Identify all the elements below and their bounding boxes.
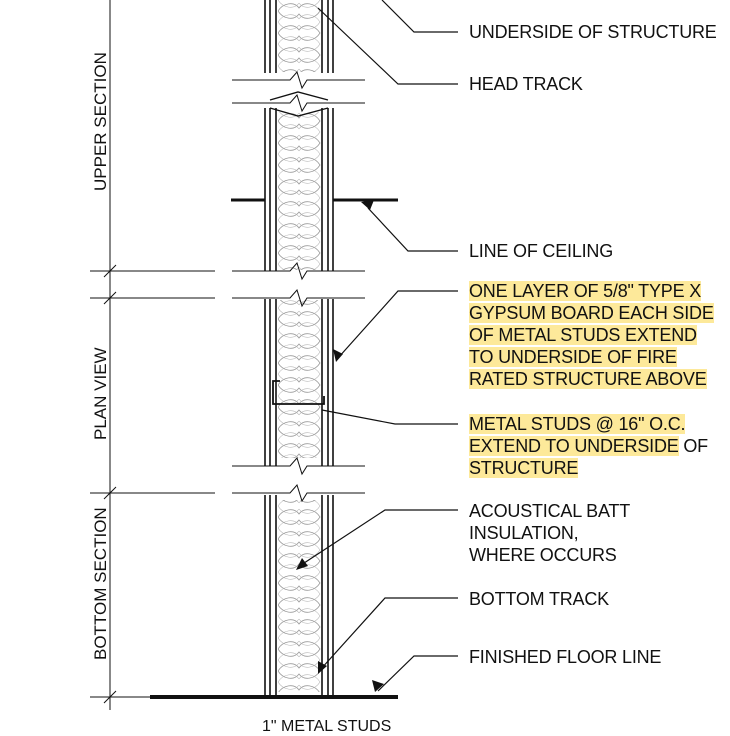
gypsum-line: ONE LAYER OF 5/8" TYPE X [469,281,702,301]
break-line [232,288,365,308]
leader-gypsum [337,290,458,359]
leader-ceiling [367,207,458,252]
callout-bottom-track: BOTTOM TRACK [469,589,609,609]
plan-view-label: PLAN VIEW [91,347,110,440]
bottom-section-label: BOTTOM SECTION [91,507,110,660]
gypsum-board-left [264,299,277,466]
callout-underside-of-structure: UNDERSIDE OF STRUCTURE [469,22,717,42]
upper-section-label: UPPER SECTION [91,52,110,191]
insulation-line: ACOUSTICAL BATT [469,501,631,521]
gypsum-line: GYPSUM BOARD EACH SIDE [469,303,714,323]
insulation-segment [278,112,321,270]
head-track [269,91,329,117]
insulation-segment [278,300,321,458]
bottom-cut-label: 1" METAL STUDS [262,718,392,735]
callout-finished-floor: FINISHED FLOOR LINE [469,647,662,667]
leader-underside [381,0,458,33]
gypsum-board-left [264,108,277,271]
break-line [232,93,365,113]
callout-line-of-ceiling: LINE OF CEILING [469,241,614,261]
gypsum-board-right [321,0,334,73]
insulation-segment [278,500,321,692]
gypsum-board-right [321,299,334,466]
metal-stud-profile [272,380,325,405]
insulation-segment [278,0,321,72]
callout-head-track: HEAD TRACK [469,74,583,94]
gypsum-board-right [321,108,334,271]
break-line [232,456,365,476]
studs-line-rest: OF [678,436,708,456]
leader-floor [377,655,458,692]
leader-lines [297,0,458,692]
studs-line-highlighted: EXTEND TO UNDERSIDE [469,436,679,456]
leader-bottom-track [319,597,458,671]
leader-head-track [317,7,458,85]
insulation-line: WHERE OCCURS [469,545,617,565]
gypsum-line: TO UNDERSIDE OF FIRE [469,347,677,367]
dimension-line [90,0,215,710]
gypsum-board-left [264,495,277,697]
studs-line: STRUCTURE [469,458,579,478]
gypsum-line: RATED STRUCTURE ABOVE [469,369,707,389]
callout-insulation: ACOUSTICAL BATT INSULATION, WHERE OCCURS [469,500,630,566]
leader-arrowheads [296,200,384,692]
break-line [232,70,365,90]
leader-studs [321,409,458,425]
insulation-line: INSULATION, [469,523,579,543]
studs-line: METAL STUDS @ 16" O.C. [469,414,686,434]
callout-metal-studs: METAL STUDS @ 16" O.C. EXTEND TO UNDERSI… [469,413,708,479]
leader-insulation [297,509,458,568]
gypsum-board-left [264,0,277,73]
callout-gypsum-board: ONE LAYER OF 5/8" TYPE X GYPSUM BOARD EA… [469,280,714,390]
wall-assembly [150,0,398,699]
gypsum-line: OF METAL STUDS EXTEND [469,325,697,345]
break-line [232,261,365,281]
break-line [232,483,365,503]
